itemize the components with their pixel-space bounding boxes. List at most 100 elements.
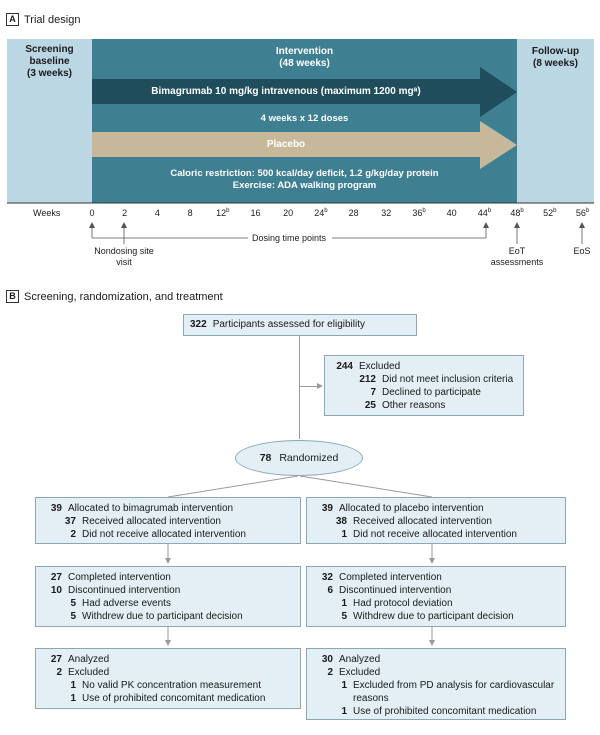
left-arrow1 (165, 558, 171, 564)
assessed-box: 322 Participants assessed for eligibilit… (183, 314, 417, 336)
assessed-text: Participants assessed for eligibility (212, 319, 365, 330)
screening-title: Screening baseline (25, 44, 74, 67)
excluded-box: 244 Excluded 212 Did not meet inclusion … (324, 355, 524, 416)
left-alloc-text: Allocated to bimagrumab intervention (68, 503, 234, 514)
screening-heading: Screening baseline (3 weeks) (7, 44, 92, 80)
left-alloc-item-count: 37 (64, 516, 76, 527)
left-comp-text: Completed intervention (68, 572, 171, 583)
week-tick-label: 40 (446, 208, 457, 218)
left-comp-count: 10 (50, 585, 62, 596)
right-analysis-item-text: Excluded from PD analysis for cardiovasc… (353, 680, 555, 704)
assessed-count: 322 (190, 319, 207, 330)
right-arrow1 (429, 558, 435, 564)
right-alloc-item-count: 38 (335, 516, 347, 527)
right-alloc-item-count: 1 (341, 529, 347, 540)
connector-excluded (299, 386, 321, 387)
excluded-item-text: Declined to participate (382, 387, 481, 398)
split-right (299, 475, 433, 498)
eos-arrowhead (579, 222, 585, 228)
panel-b-letter: B (6, 290, 19, 303)
followup-heading: Follow-up (8 weeks) (517, 46, 594, 70)
right-comp-count: 6 (327, 585, 333, 596)
weeks-label: Weeks (33, 208, 61, 218)
nondosing-arrowhead (121, 222, 127, 228)
week-tick-label: 28 (348, 208, 359, 218)
right-comp-item-count: 5 (341, 611, 347, 622)
left-comp-count: 27 (50, 572, 62, 583)
followup-duration: (8 weeks) (532, 58, 579, 69)
right-allocation-box: 39 Allocated to placebo intervention 38 Re… (306, 497, 566, 544)
right-comp-item-text: Withdrew due to participant decision (353, 611, 514, 622)
panel-b-label: B Screening, randomization, and treatmen… (6, 290, 223, 303)
week-tick-label: 56b (575, 208, 590, 218)
panel-a-title: Trial design (24, 13, 81, 26)
right-arrow2 (429, 640, 435, 646)
left-alloc-item-text: Did not receive allocated intervention (82, 529, 246, 540)
left-comp-item-count: 5 (70, 598, 76, 609)
followup-title: Follow-up (531, 46, 580, 57)
randomized-ellipse: 78 Randomized (235, 440, 363, 476)
left-completion-box: 27 Completed intervention 10 Discontinued … (35, 566, 301, 627)
week-tick-label: 2 (122, 208, 128, 218)
left-comp-item-text: Had adverse events (82, 598, 171, 609)
right-alloc-item-text: Received allocated intervention (353, 516, 492, 527)
eot-arrowhead (514, 222, 520, 228)
left-comp-text: Discontinued intervention (68, 585, 181, 596)
left-comp-item-text: Withdrew due to participant decision (82, 611, 243, 622)
right-comp-item-count: 1 (341, 598, 347, 609)
right-alloc-text: Allocated to placebo intervention (339, 503, 484, 514)
placebo-arrow (92, 121, 517, 169)
intervention-band (92, 39, 517, 203)
left-analysis-count: 2 (56, 667, 62, 678)
right-analysis-item-count: 1 (341, 680, 347, 691)
doses-label: 4 weeks x 12 doses (260, 113, 349, 124)
excluded-item-count: 7 (370, 387, 376, 398)
caloric-restriction-label: Caloric restriction: 500 kcal/day defici… (170, 168, 439, 179)
bimagrumab-arrow (92, 67, 517, 117)
week-tick-label: 4 (154, 208, 160, 218)
split-left (167, 475, 299, 498)
excluded-item: 212 Did not meet inclusion criteria (331, 373, 517, 386)
week-tick-label: 44b (477, 208, 492, 218)
placebo-arrow-label: Placebo (266, 139, 306, 150)
screening-duration: (3 weeks) (26, 68, 73, 79)
left-analysis-text: Analyzed (68, 654, 110, 665)
week-tick-label: 8 (187, 208, 193, 218)
panel-a-label: A Trial design (6, 13, 80, 26)
right-alloc-item-text: Did not receive allocated intervention (353, 529, 517, 540)
left-analysis-item-count: 1 (70, 693, 76, 704)
left-arrow2 (165, 640, 171, 646)
excluded-count: 244 (336, 361, 353, 372)
excluded-item: 7 Declined to participate (331, 386, 517, 399)
left-analysis-count: 27 (50, 654, 62, 665)
randomized-count: 78 (259, 452, 272, 464)
panel-b-title: Screening, randomization, and treatment (24, 290, 223, 303)
excluded-item: 25 Other reasons (331, 399, 517, 412)
right-alloc-count: 39 (321, 503, 333, 514)
week-tick-label: 20 (283, 208, 294, 218)
week-tick-label: 0 (89, 208, 95, 218)
right-analysis-item-text: Use of prohibited concomitant medication (353, 706, 537, 717)
week-tick-label: 24b (314, 208, 328, 218)
week-tick-label: 16 (250, 208, 261, 218)
assessed-row: 322 Participants assessed for eligibilit… (190, 318, 410, 331)
right-comp-item-text: Had protocol deviation (353, 598, 453, 609)
right-analysis-item-count: 1 (341, 706, 347, 717)
excluded-item-text: Did not meet inclusion criteria (382, 374, 514, 385)
nondosing-label: Nondosing site visit (94, 246, 154, 267)
connector-main-vertical (299, 335, 300, 439)
right-comp-count: 32 (321, 572, 333, 583)
left-analysis-text: Excluded (68, 667, 110, 678)
excluded-text: Excluded (359, 361, 401, 372)
followup-band (517, 39, 594, 203)
eot-label: EoT assessments (490, 246, 544, 267)
left-alloc-count: 39 (50, 503, 62, 514)
week-tick-label: 36b (412, 208, 426, 218)
week-tick-label: 48b (510, 208, 524, 218)
left-alloc-item-count: 2 (70, 529, 76, 540)
